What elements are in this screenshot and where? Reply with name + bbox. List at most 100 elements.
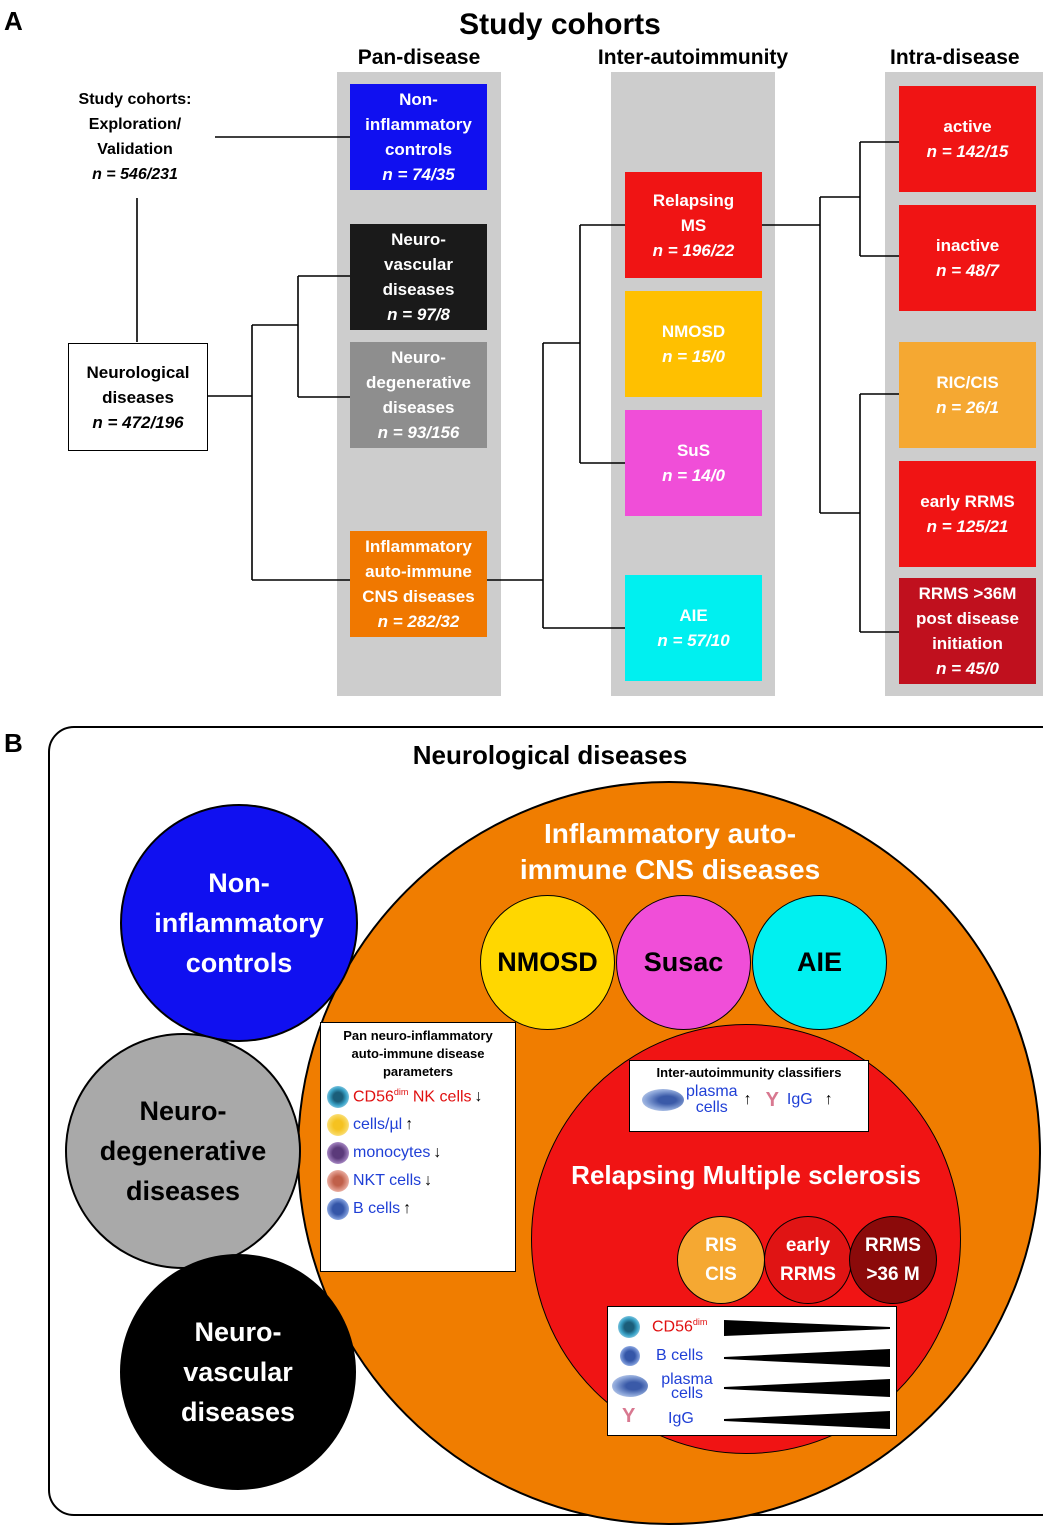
circle-line: RIS [705,1235,737,1256]
neurovascular-circle: Neuro- vascular diseases [120,1254,356,1490]
trend-sup: dim [692,1317,708,1327]
study-n: n = 546/231 [92,166,178,183]
trend-wedge-increasing [724,1411,890,1429]
circle-line: diseases [125,1176,241,1206]
param-text: B cells [353,1200,401,1217]
aie-circle: AIE [752,895,887,1030]
param-text: CD56dim NK cells [353,1087,472,1106]
intra-box-inactive: inactive n = 48/7 [899,205,1036,311]
param-text: monocytes [353,1144,431,1161]
box-line: degenerative [366,373,471,392]
up-arrow-icon: ↑ [743,1091,752,1108]
box-line: inflammatory [365,115,472,134]
monocyte-icon [327,1142,349,1164]
non-inflammatory-circle: Non- inflammatory controls [120,804,358,1042]
box-n: n = 48/7 [936,261,999,280]
inter-box-aie: AIE n = 57/10 [625,575,762,681]
box-line: controls [384,140,453,159]
trend-text-plasma: plasma cells [661,1371,713,1402]
box-n: n = 196/22 [652,240,735,260]
box-line: Relapsing [652,190,735,210]
pan-parameters-panel: Pan neuro-inflammatory auto-immune disea… [320,1022,516,1272]
ris-cis-circle: RIS CIS [677,1216,765,1304]
inflammatory-line2: immune CNS diseases [519,854,821,885]
inflammatory-label: Inflammatory auto- immune CNS diseases [470,816,870,888]
pan-box-neurodegenerative: Neuro- degenerative diseases n = 93/156 [350,342,487,448]
nk-cell-icon [327,1086,349,1108]
cells-icon [327,1114,349,1136]
circle-line: NMOSD [497,947,598,977]
susac-circle: Susac [616,895,751,1030]
box-line: NMOSD [661,322,726,341]
param-text: NKT cells [353,1172,422,1189]
box-line: post disease [916,609,1019,628]
neuro-line2: diseases [102,387,174,407]
trend-text-bcells: B cells [656,1347,704,1364]
neurodegenerative-circle: Neuro- degenerative diseases [65,1033,301,1269]
box-n: n = 282/32 [377,612,460,631]
box-line: RRMS >36M [918,584,1017,603]
down-arrow-icon: ↓ [474,1088,483,1105]
circle-line: early [785,1235,831,1256]
up-arrow-icon: ↑ [824,1091,833,1108]
b-cell-icon [620,1346,640,1366]
trend-text-igg: IgG [668,1410,694,1427]
igg-text: IgG [786,1091,813,1108]
circle-line: Non- [208,868,270,898]
intra-box-early-rrms: early RRMS n = 125/21 [899,461,1036,567]
down-arrow-icon: ↓ [424,1172,433,1189]
nkt-cell-icon [327,1170,349,1192]
intra-trend-panel: CD56dim B cells plasma cells Y IgG [607,1306,897,1436]
inflammatory-line1: Inflammatory auto- [543,818,797,849]
title-line: parameters [382,1064,454,1079]
box-line: AIE [679,606,708,625]
box-n: n = 142/15 [926,142,1009,161]
box-line: inactive [935,236,1000,255]
pan-box-non-inflammatory: Non- inflammatory controls n = 74/35 [350,84,487,190]
box-n: n = 15/0 [662,347,725,366]
circle-line: RRMS [865,1235,921,1256]
circle-line: controls [185,948,293,978]
box-line: active [943,117,992,136]
panel-a-label: A [4,6,23,36]
pan-box-inflammatory: Inflammatory auto-immune CNS diseases n … [350,531,487,637]
circle-line: Neuro- [194,1317,282,1347]
circle-line: vascular [183,1357,293,1387]
inter-box-nmosd: NMOSD n = 15/0 [625,291,762,397]
column-header-intra: Intra-disease [890,46,1020,69]
neurological-diseases-box: Neurological diseases n = 472/196 [68,343,208,451]
panel-a-title: Study cohorts [459,8,661,41]
param-row-bcells: B cells ↑ [321,1195,515,1223]
circle-line: diseases [180,1397,296,1427]
box-n: n = 26/1 [936,398,999,417]
nmosd-circle: NMOSD [480,895,615,1030]
title-line: Pan neuro-inflammatory [343,1028,493,1043]
intra-box-rrms-36m: RRMS >36M post disease initiation n = 45… [899,578,1036,684]
box-line: Inflammatory [365,537,472,556]
tree-connectors [136,136,899,633]
trend-text-main: CD56 [652,1318,693,1336]
param-text: cells/µl [353,1116,403,1133]
box-line: vascular [384,255,453,274]
trend-text-cd56: CD56dim [652,1317,707,1336]
inter-classifiers-title: Inter-autoimmunity classifiers [656,1065,842,1080]
rms-label: Relapsing Multiple sclerosis [571,1160,921,1190]
trend-wedge-increasing [724,1349,890,1367]
box-line: CNS diseases [362,587,475,606]
b-cell-icon [327,1198,349,1220]
trend-wedges [724,1320,890,1429]
pan-box-neurovascular: Neuro- vascular diseases n = 97/8 [350,224,487,330]
box-n: n = 97/8 [387,305,450,324]
box-line: early RRMS [920,492,1015,511]
study-line1: Study cohorts: [78,91,192,108]
inter-box-relapsing-ms: Relapsing MS n = 196/22 [625,172,762,278]
plasma-cell-icon [642,1089,684,1111]
nk-cell-icon [618,1316,640,1338]
box-n: n = 57/10 [657,631,730,650]
plasma-text: plasma cells [686,1084,738,1116]
box-line: MS [680,215,707,235]
study-line3: Validation [97,141,173,158]
box-n: n = 125/21 [926,517,1009,536]
column-header-inter: Inter-autoimmunity [597,46,789,69]
neuro-n: n = 472/196 [92,412,184,432]
